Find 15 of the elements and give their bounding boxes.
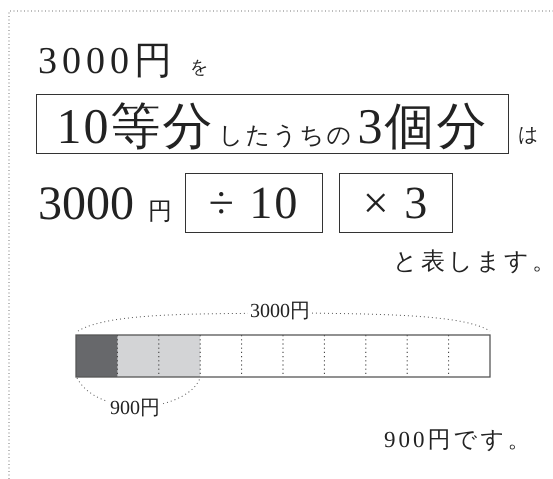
amount-text: 3000円 (38, 42, 177, 80)
phrase-text: 10等分 (56, 101, 214, 151)
operation-box: × 3 (339, 173, 453, 233)
bracket-label: 3000円 (248, 301, 312, 321)
operation-box: ÷ 10 (185, 173, 323, 233)
phrase-text: 3個分 (358, 101, 488, 151)
amount-text: 3000 (38, 180, 134, 228)
sentence-text: と表します。 (393, 250, 553, 274)
bracket-label: 900円 (108, 398, 162, 418)
answer-text: 900円です。 (384, 428, 534, 451)
unit-text: 円 (148, 200, 172, 224)
framed-phrase (36, 94, 509, 154)
particle-text: は (518, 125, 538, 145)
phrase-text: したうちの (218, 124, 354, 148)
particle-text: を (190, 58, 208, 76)
